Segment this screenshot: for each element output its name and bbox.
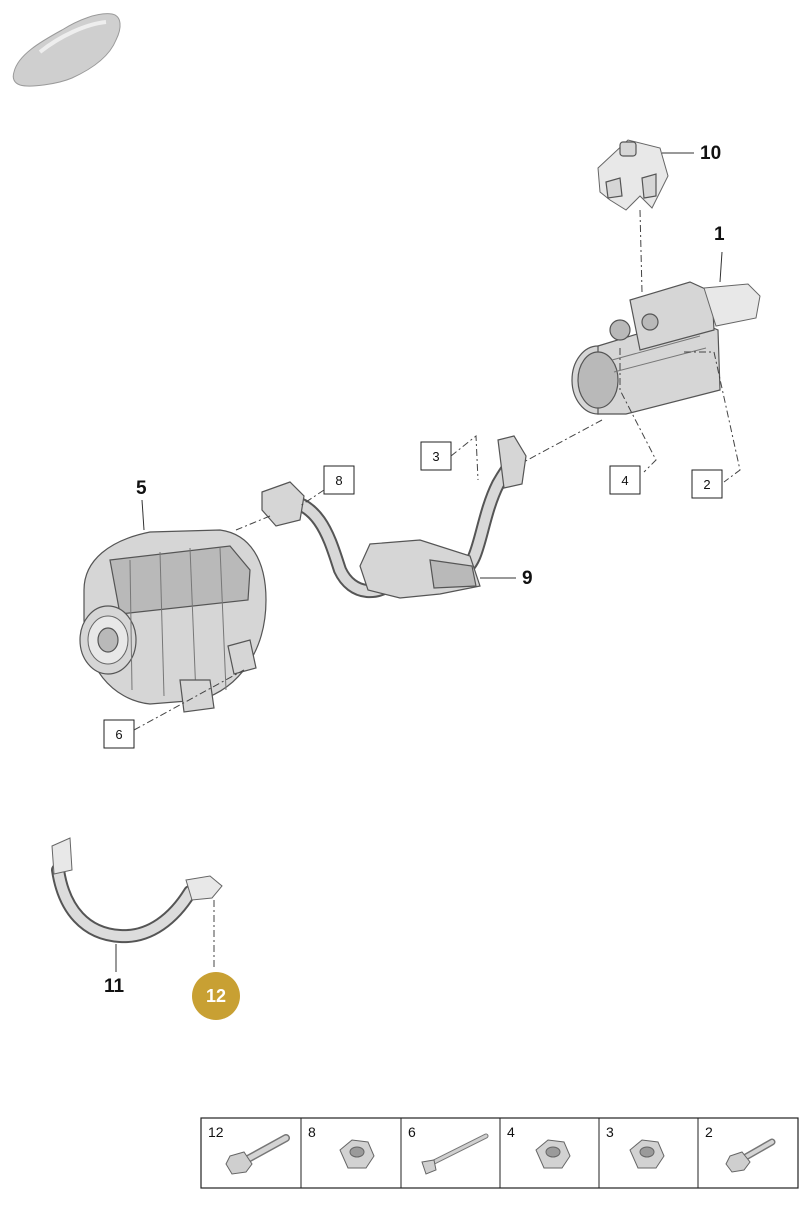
battery-cable-harness[interactable] <box>261 435 527 599</box>
hardware-number: 12 <box>208 1124 224 1140</box>
hardware-cell-6[interactable]: 6 <box>408 1124 489 1175</box>
hardware-table: 12 8 6 4 <box>200 1117 799 1189</box>
hex-nut-icon <box>629 1139 665 1169</box>
callout-9: 9 <box>522 568 533 589</box>
callout-3: 3 <box>432 449 439 464</box>
hex-nut-icon <box>535 1139 571 1169</box>
hardware-cell-8[interactable]: 8 <box>308 1124 375 1169</box>
hardware-cell-4[interactable]: 4 <box>507 1124 571 1169</box>
hardware-cell-3[interactable]: 3 <box>606 1124 665 1169</box>
callout-12-highlight[interactable] <box>192 972 240 1020</box>
callout-box-2 <box>691 469 723 499</box>
callout-4: 4 <box>621 473 628 488</box>
callout-2: 2 <box>703 477 710 492</box>
relay-bracket[interactable] <box>597 139 669 211</box>
bolt-icon <box>725 1138 776 1173</box>
bolt-icon <box>225 1134 290 1175</box>
hardware-number: 6 <box>408 1124 416 1140</box>
hardware-number: 3 <box>606 1124 614 1140</box>
hardware-cell-2[interactable]: 2 <box>705 1124 776 1173</box>
callout-8: 8 <box>335 473 342 488</box>
callout-box-4 <box>609 465 641 495</box>
callout-5: 5 <box>136 478 147 499</box>
hex-nut-icon <box>339 1139 375 1169</box>
hardware-cell-12[interactable]: 12 <box>208 1124 290 1175</box>
callout-10: 10 <box>700 143 721 164</box>
hardware-number: 4 <box>507 1124 515 1140</box>
callout-6: 6 <box>115 727 122 742</box>
hardware-number: 8 <box>308 1124 316 1140</box>
starter-motor[interactable] <box>571 281 761 415</box>
callout-11: 11 <box>104 976 125 997</box>
vehicle-thumbnail-icon <box>12 13 121 87</box>
callout-box-6 <box>103 719 135 749</box>
callout-box-8 <box>323 465 355 495</box>
ground-strap[interactable] <box>51 837 223 944</box>
stud-icon <box>421 1133 489 1175</box>
alternator[interactable] <box>79 529 267 713</box>
hardware-number: 2 <box>705 1124 713 1140</box>
callout-12: 12 <box>206 986 226 1006</box>
callout-1: 1 <box>714 224 725 245</box>
